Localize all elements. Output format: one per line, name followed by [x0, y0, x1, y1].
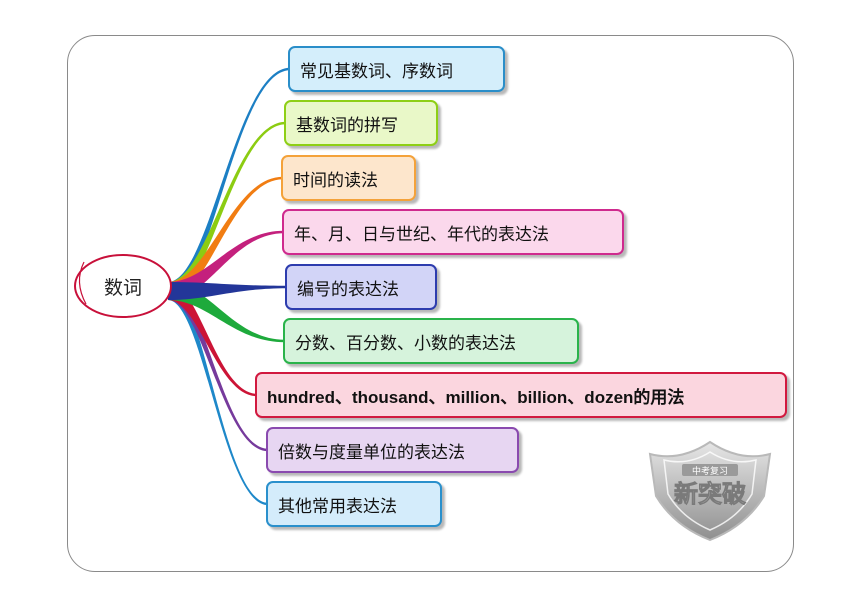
- topic-dates-centuries[interactable]: 年、月、日与世纪、年代的表达法: [282, 209, 624, 255]
- central-node-label: 数词: [103, 276, 142, 299]
- topic-time-reading[interactable]: 时间的读法: [281, 155, 416, 201]
- xintupo-logo: 中考复习 新突破: [648, 440, 772, 542]
- branch-1: [167, 121, 286, 300]
- topic-label: 倍数与度量单位的表达法: [278, 442, 465, 463]
- branch-8: [168, 282, 268, 506]
- topic-cardinal-ordinal[interactable]: 常见基数词、序数词: [288, 46, 505, 92]
- branch-4: [168, 282, 287, 300]
- central-node[interactable]: 数词: [72, 252, 174, 320]
- branch-7: [168, 282, 268, 452]
- topic-label: 年、月、日与世纪、年代的表达法: [294, 224, 549, 245]
- topic-hundred-thousand-usage[interactable]: hundred、thousand、million、billion、dozen的用…: [255, 372, 787, 418]
- topic-label: 常见基数词、序数词: [300, 61, 453, 82]
- topic-multiples-measures[interactable]: 倍数与度量单位的表达法: [266, 427, 519, 473]
- topic-cardinal-spelling[interactable]: 基数词的拼写: [284, 100, 438, 146]
- branch-2: [168, 176, 283, 300]
- topic-label: 基数词的拼写: [296, 115, 398, 136]
- svg-text:中考复习: 中考复习: [692, 465, 728, 477]
- central-node-outline: [74, 254, 172, 318]
- topic-label: 编号的表达法: [297, 279, 399, 300]
- svg-text:新突破: 新突破: [674, 480, 746, 508]
- branch-6: [168, 282, 257, 397]
- topic-fractions-percent-decimal[interactable]: 分数、百分数、小数的表达法: [283, 318, 579, 364]
- topic-label: 时间的读法: [293, 170, 378, 191]
- topic-numbering[interactable]: 编号的表达法: [285, 264, 437, 310]
- topic-label: 分数、百分数、小数的表达法: [295, 333, 516, 354]
- branch-0: [168, 67, 290, 300]
- topic-other-expressions[interactable]: 其他常用表达法: [266, 481, 442, 527]
- topic-label: hundred、thousand、million、billion、dozen的用…: [267, 387, 685, 407]
- topic-label: 其他常用表达法: [278, 496, 397, 517]
